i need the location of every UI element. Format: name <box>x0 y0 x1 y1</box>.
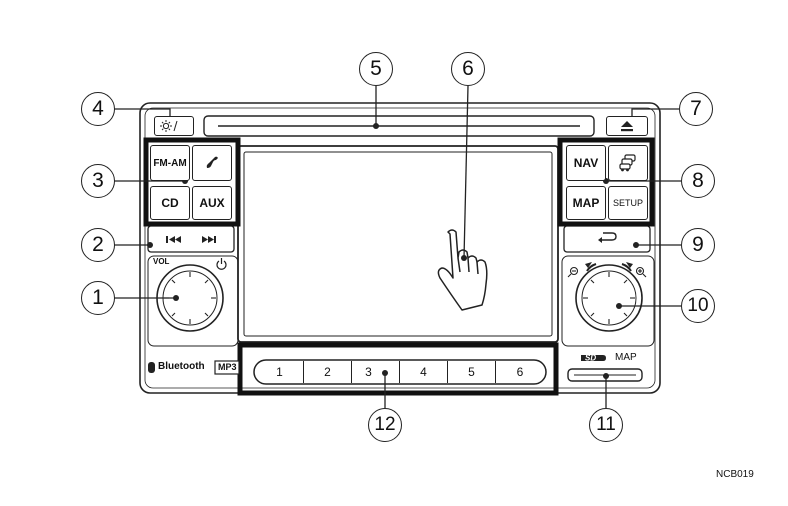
highlight-nav-buttons <box>557 137 655 227</box>
sd-map-label: MAP <box>615 352 637 363</box>
fm-am-button[interactable]: FM-AM <box>150 145 190 181</box>
highlight-audio-buttons <box>143 137 241 227</box>
volume-knob <box>156 264 224 332</box>
sun-moon-icon <box>160 120 183 132</box>
bluetooth-badge <box>148 362 155 373</box>
setup-label: SETUP <box>612 198 643 208</box>
preset-label: 5 <box>468 365 475 379</box>
nav-button[interactable]: NAV <box>566 145 606 181</box>
back-arrow-icon <box>598 232 617 243</box>
map-button[interactable]: MAP <box>566 186 606 220</box>
touch-screen <box>237 145 559 343</box>
phone-button[interactable] <box>192 145 232 181</box>
seek-rocker <box>147 225 235 253</box>
cd-label: CD <box>161 196 179 210</box>
seek-forward-icon <box>202 236 216 243</box>
svg-text:SD: SD <box>585 354 596 363</box>
callout-11: 11 <box>589 408 623 442</box>
preset-label: 3 <box>365 365 372 379</box>
back-button <box>563 225 651 253</box>
highlight-presets <box>237 342 559 396</box>
mp3-label: MP3 <box>218 362 237 372</box>
bluetooth-label: Bluetooth <box>158 361 205 372</box>
callout-8: 8 <box>681 164 715 198</box>
sd-card-icon: SD <box>581 354 606 363</box>
car-info-icon <box>619 154 636 172</box>
aux-label: AUX <box>199 196 225 210</box>
nav-label: NAV <box>573 156 599 170</box>
preset-strip <box>253 359 547 385</box>
callout-5: 5 <box>359 52 393 86</box>
callout-4: 4 <box>81 92 115 126</box>
power-icon <box>216 258 227 270</box>
callout-12: 12 <box>368 408 402 442</box>
figure-code: NCB019 <box>716 469 754 480</box>
info-button[interactable] <box>608 145 648 181</box>
callout-6: 6 <box>451 52 485 86</box>
preset-button-3[interactable]: 3 <box>352 361 400 383</box>
callout-7: 7 <box>679 92 713 126</box>
eject-button[interactable] <box>606 116 648 136</box>
tune-knob <box>575 264 643 332</box>
preset-button-2[interactable]: 2 <box>304 361 352 383</box>
callout-1: 1 <box>81 281 115 315</box>
cd-button[interactable]: CD <box>150 186 190 220</box>
mp3-badge <box>214 360 240 375</box>
aux-button[interactable]: AUX <box>192 186 232 220</box>
volume-label: VOL <box>153 257 170 266</box>
phone-icon <box>206 156 218 168</box>
map-label: MAP <box>572 196 600 210</box>
preset-label: 2 <box>324 365 331 379</box>
preset-label: 6 <box>516 365 524 379</box>
callout-9: 9 <box>681 228 715 262</box>
callout-3: 3 <box>81 164 115 198</box>
eject-icon <box>621 121 633 132</box>
preset-button-4[interactable]: 4 <box>400 361 448 383</box>
seek-back-icon <box>166 236 181 243</box>
preset-button-1[interactable]: 1 <box>256 361 304 383</box>
setup-button[interactable]: SETUP <box>608 186 648 220</box>
callout-10: 10 <box>681 289 715 323</box>
preset-button-6[interactable]: 6 <box>496 361 544 383</box>
preset-button-5[interactable]: 5 <box>448 361 496 383</box>
callout-2: 2 <box>81 228 115 262</box>
fm-am-label: FM-AM <box>153 157 187 169</box>
zoom-in-icon <box>635 266 647 278</box>
zoom-out-icon <box>567 266 579 278</box>
brightness-button[interactable] <box>154 116 194 136</box>
touch-hand-icon <box>437 229 488 311</box>
preset-label: 4 <box>420 365 427 379</box>
preset-label: 1 <box>276 365 283 379</box>
